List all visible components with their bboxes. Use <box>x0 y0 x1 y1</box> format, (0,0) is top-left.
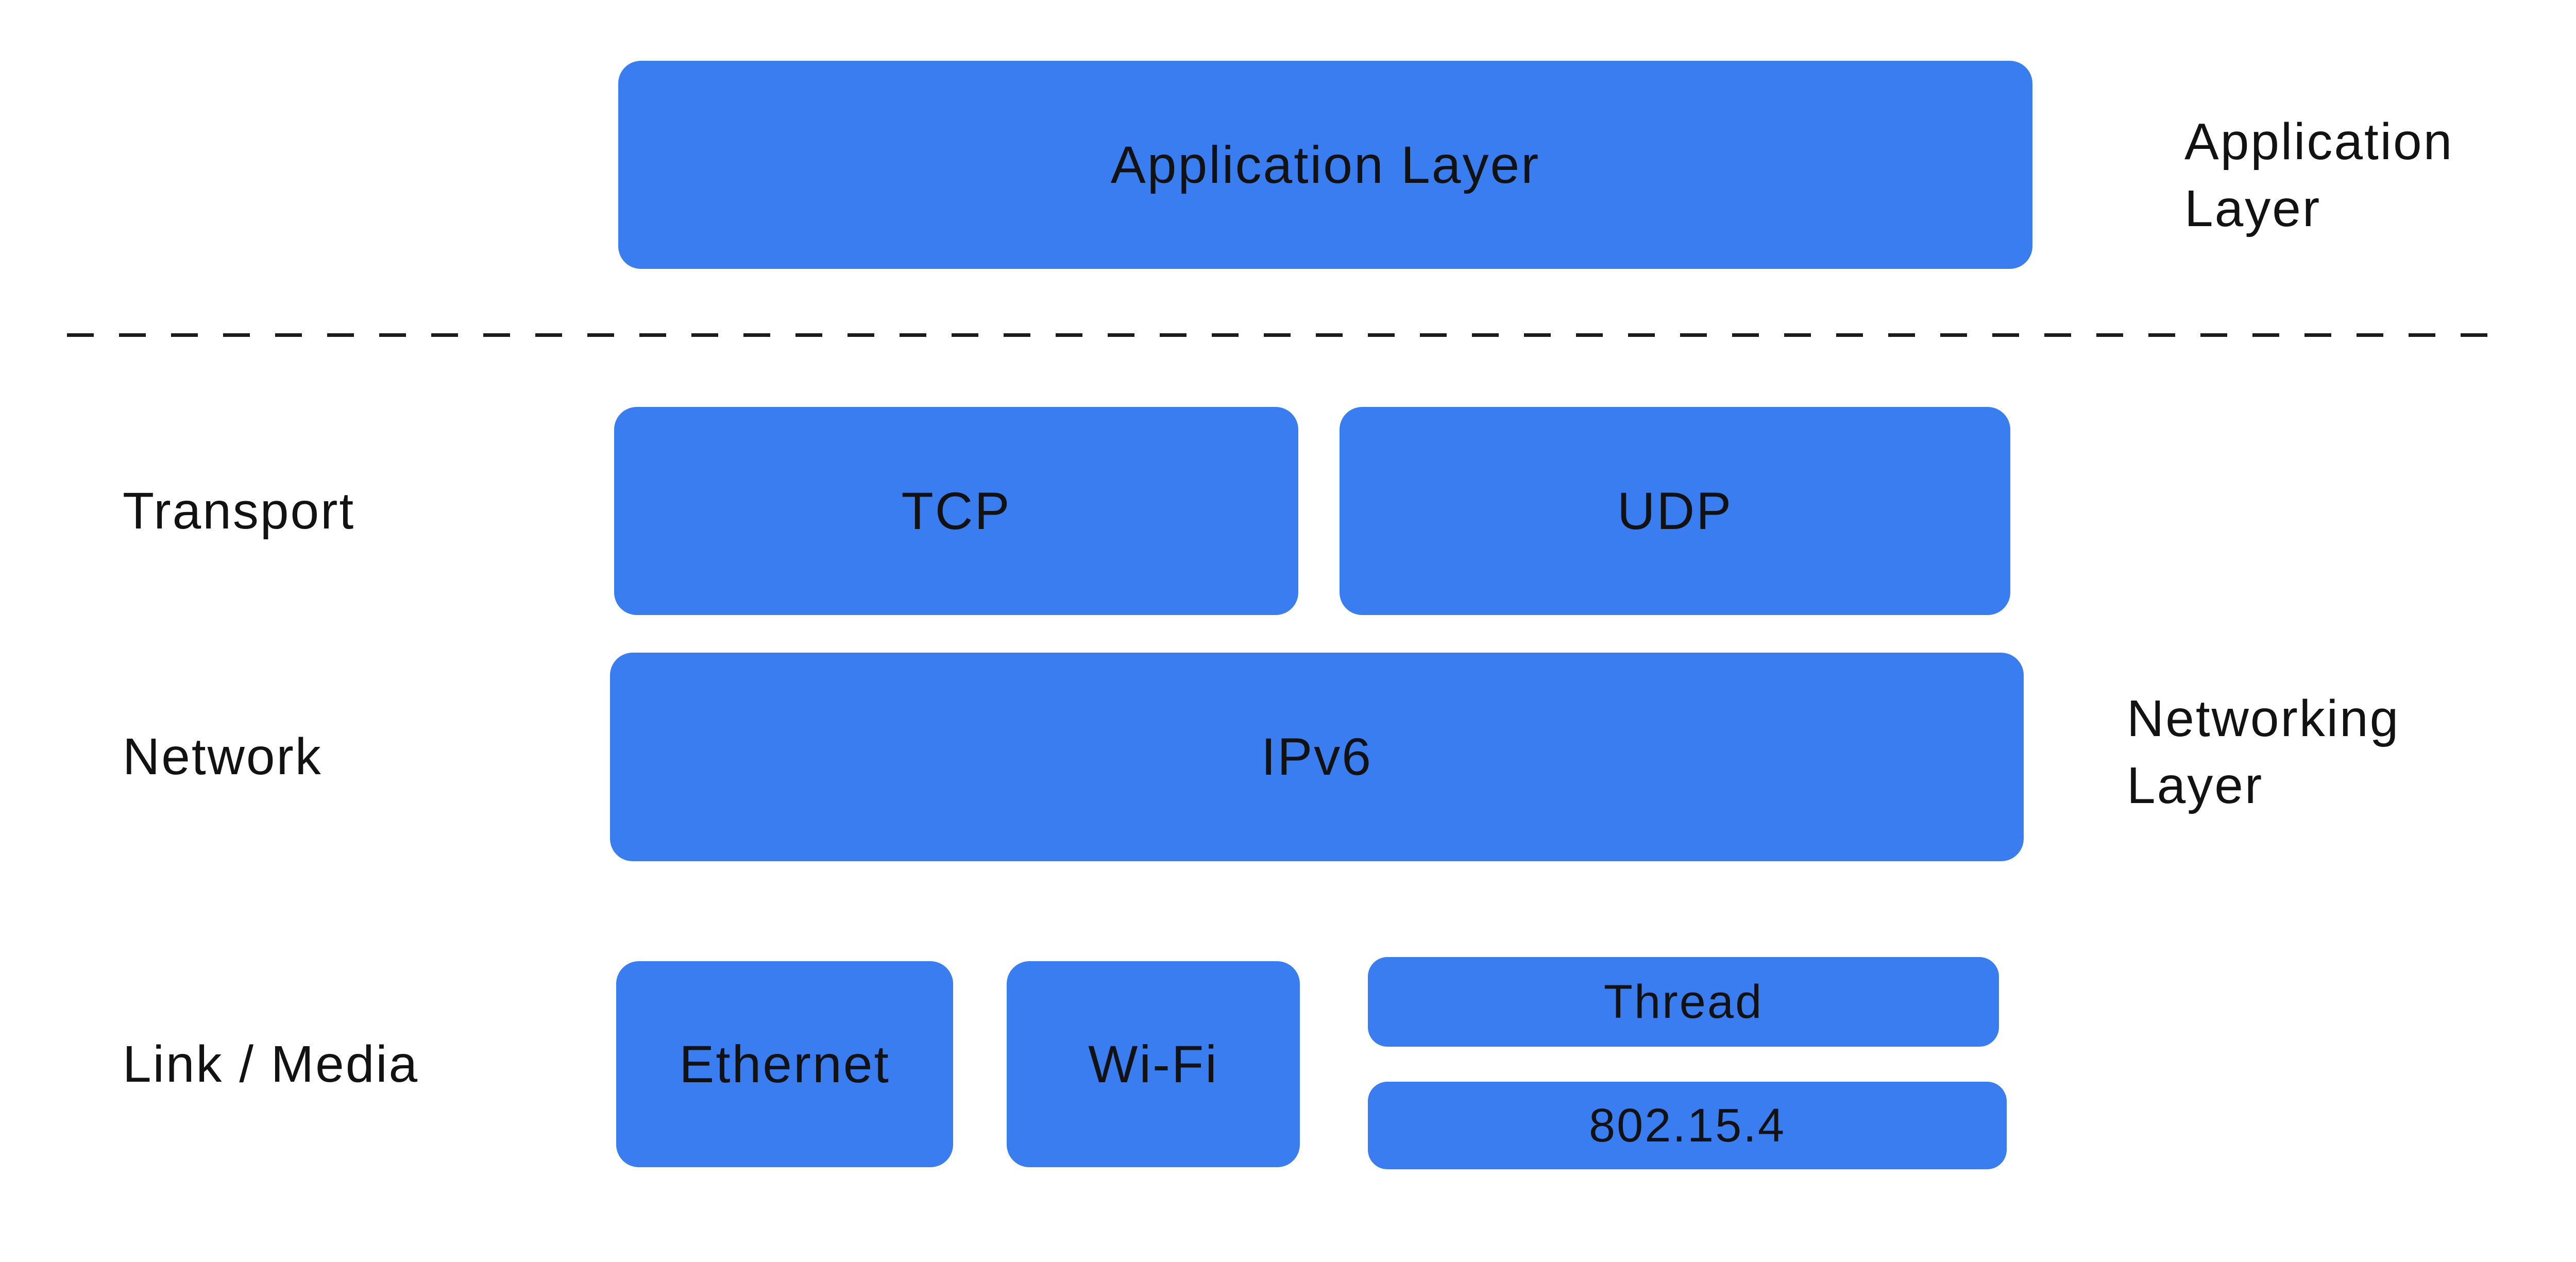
application-layer-side-label: Application Layer <box>2184 113 2454 237</box>
networking-layer-side-label: Networking Layer <box>2127 690 2400 814</box>
ethernet-box: Ethernet <box>616 961 953 1167</box>
row-label-transport: Transport <box>123 482 355 540</box>
thread-box: Thread <box>1368 957 1999 1047</box>
ieee-802-15-4-box: 802.15.4 <box>1368 1082 2007 1169</box>
row-label-link-media: Link / Media <box>123 1035 419 1093</box>
udp-box: UDP <box>1340 407 2010 615</box>
application-layer-box: Application Layer <box>618 61 2032 269</box>
row-label-network: Network <box>123 728 323 786</box>
wifi-box: Wi-Fi <box>1007 961 1300 1167</box>
ipv6-box: IPv6 <box>610 653 2024 861</box>
tcp-box: TCP <box>614 407 1298 615</box>
dashed-separator-line <box>67 333 2513 337</box>
